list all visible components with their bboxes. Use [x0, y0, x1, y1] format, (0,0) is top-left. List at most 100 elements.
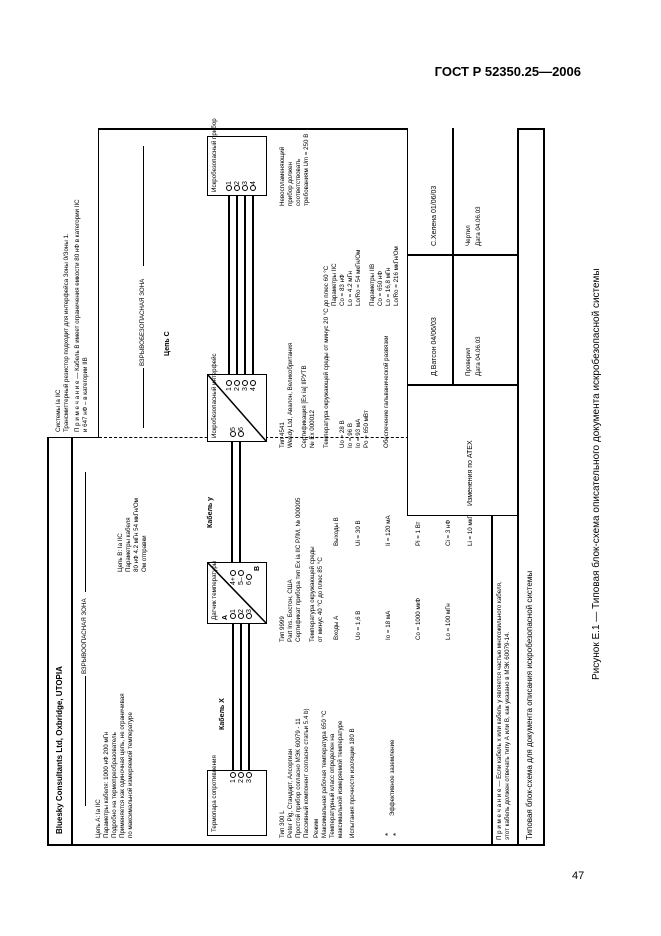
sensor-spec-4: Пассивный компонент согласно статьи 5.4 … [303, 708, 310, 838]
inst-spec-1: Невоспламеняющий [279, 146, 286, 206]
sensor-spec-6: Максимальная рабочая температура 650 °С [321, 710, 328, 838]
iso-term-1: 1 [226, 387, 233, 391]
circuit-b-note-2: Параметры кабеля [125, 517, 132, 572]
iso-params-1-c: Lo/Ro = 54 мкГн/Ом [355, 249, 362, 306]
bottom-note-2: этот кабель должен отвечать типу А или В… [504, 631, 511, 840]
inst-term-1: 1 [226, 181, 233, 185]
page-number: 47 [572, 870, 585, 882]
title-bar: Bluesky Consultants Ltd, Oxbridge, UTOPI… [55, 666, 64, 834]
sensor-box: Термопара сопротивления 1 2 3 [207, 755, 267, 836]
circuit-c-label: Цепь С [164, 331, 171, 356]
tx-a-1: Uo = 1,6 В [355, 610, 362, 640]
iso-params-2-b: Lo = 16,8 мГн [385, 267, 392, 306]
iso-spec-1: Тип 4541 [279, 422, 286, 448]
diagram-frame: Bluesky Consultants Ltd, Oxbridge, UTOPI… [47, 118, 545, 846]
sensor-spec-1: Тип 300 L [279, 810, 286, 838]
iso-spec-14: Обеспечение гальванической развязки [383, 335, 390, 448]
sensor-term-2: 2 [238, 779, 245, 783]
transmitter-diagonal [208, 563, 266, 623]
sensor-spec-3: Простой прибор согласно МЭК 60079 - 11 [295, 718, 302, 838]
tx-b-2: Ii = 120 мА [385, 515, 392, 546]
sensor-spec-7: Температурный класс определен на [329, 733, 336, 838]
iso-params-2-c: Lo/Ro = 216 мкГн/Ом [393, 246, 400, 306]
iso-params-1-title: Параметры IIC [331, 263, 338, 306]
tx-inputs-b-title: Выходы B [333, 517, 340, 546]
cable-x-label: Кабель X [219, 698, 226, 730]
instrument-box: Искробезопасный прибор 1 2 3 4 [207, 118, 267, 196]
approval-drawn: С.Хелена 01/06/03 [431, 185, 438, 246]
circuit-a-note-5: по максимальной измеряемой температуре [127, 712, 134, 838]
safe-note-4: и 647 нФ – в категории IIB [82, 357, 89, 432]
tx-spec-1: Тип 9999 [279, 616, 286, 642]
approval-drawing-date: Дата 04.06.03 [475, 206, 482, 246]
approval-checked: Проверил [465, 347, 472, 377]
zone-safe-label: ВЗРЫВОБЕЗОПАСНАЯ ЗОНА [139, 278, 146, 366]
inst-term-4: 4 [250, 181, 257, 185]
sensor-term-1: 1 [230, 779, 237, 783]
circuit-b-note-4: Ом отправки [141, 535, 148, 572]
iso-spec-9: Uo = 28 В [339, 420, 346, 448]
transmitter-title: Датчик температуры [211, 560, 218, 620]
iso-term-5: 5 [230, 427, 237, 431]
transmitter-a: A [222, 614, 229, 620]
circuit-a-note-1: Цепь А: Ia IIC [95, 799, 102, 838]
safe-note-3: П р и м е ч а н и е — Кабель B имеет огр… [74, 199, 81, 432]
circuit-a-note-4: Применяется как одиночная цепь, не огран… [119, 693, 126, 838]
circuit-a-note-2: Параметры кабеля: 1000 нФ 200 мГн [103, 731, 110, 838]
inst-spec-2: прибор должен [287, 162, 294, 206]
safe-note-2: Трансмиттерный резистор подходит для инт… [63, 233, 70, 432]
transmitter-box: Датчик температуры A B 1 2 3 4+ 5– 6 [207, 560, 267, 624]
safe-note-1: Системы Ia IIC [55, 389, 62, 432]
instrument-title: Искробезопасный прибор [211, 118, 218, 192]
approval-changes: Изменения по ATEX [467, 440, 474, 506]
tx-spec-3: Сертификат прибора тип Ex ia IIC РЛМ, № … [295, 497, 302, 642]
iso-spec-5: № Ex 000012 [309, 410, 316, 448]
iso-term-4: 4 [250, 387, 257, 391]
figure-caption: Рисунок Е.1 — Типовая блок-схема описате… [591, 268, 602, 680]
sensor-spec-8: максимальной измеряемой температуре [337, 720, 344, 838]
tx-spec-5: Температура окружающей среды [309, 546, 316, 642]
iso-params-2-a: Co = 650 нФ [377, 270, 384, 306]
sensor-spec-9: Испытания прочности изоляции 180 В [349, 728, 356, 838]
sensor-foot: Эффективное заземление [389, 739, 396, 816]
iso-term-2: 2 [234, 387, 241, 391]
iso-spec-12: Po = 650 мВт [363, 410, 370, 448]
iso-spec-7: Температура окружающей среды от минус 20… [323, 265, 330, 448]
inst-term-2: 2 [234, 181, 241, 185]
rotated-drawing: Bluesky Consultants Ltd, Oxbridge, UTOPI… [47, 118, 545, 846]
inst-term-3: 3 [242, 181, 249, 185]
bottom-note-1: П р и м е ч а н и е — Если кабель x или … [496, 581, 503, 840]
sensor-title: Термопара сопротивления [211, 755, 218, 832]
footer-title: Типовая блок-схема для документа описани… [525, 570, 534, 840]
iso-params-1-a: Co = 83 нФ [339, 274, 346, 306]
tx-term-6: 6 [246, 581, 253, 585]
iso-term-6: 6 [238, 427, 245, 431]
tx-inputs-a-title: Входы A [333, 615, 340, 640]
sensor-spec-2: Peter Pig, Стандарт, Алсоргиан [287, 748, 294, 838]
transmitter-b: B [254, 565, 261, 571]
approval-table [407, 128, 517, 516]
isolator-diagonal [208, 375, 266, 441]
inst-spec-3: соответствовать [295, 158, 302, 206]
circuit-a-note-3: Подробно на термопреобразователь [111, 732, 118, 838]
tx-term-1: 1 [230, 609, 237, 613]
circuit-b-note-3: 80 нФ 4.2 мГн 54 мкГн/Ом [133, 498, 140, 572]
tx-b-5: Li = 10 мкГн [467, 512, 474, 546]
iso-params-1-b: Lo = 4.2 мГн [347, 271, 354, 306]
tx-b-3: Pi = 1 Вт [415, 521, 422, 546]
circuit-b-note-1: Цепь В: Ia IIC [117, 533, 124, 572]
approval-checked-date: Дата 04.06.03 [475, 336, 482, 376]
tx-term-4: 4+ [230, 577, 237, 585]
iso-spec-11: Io = 93 мА [355, 418, 362, 448]
iso-spec-2: Wendy Ltd, Авалон, Великобритания [287, 342, 294, 448]
tx-spec-6: от минус 40 °С до плюс 85 °С [317, 557, 324, 642]
tx-term-5: 5– [238, 577, 245, 585]
figure-caption-wrap: Рисунок Е.1 — Типовая блок-схема описате… [577, 230, 602, 680]
isolator-box: Искробезопасный интерфейс 5 6 1 2 3 4 [207, 353, 267, 442]
tx-b-1: Ui = 30 В [355, 520, 362, 546]
standard-header: ГОСТ Р 52350.25—2006 [434, 64, 581, 79]
sensor-spec-5: Режим [313, 818, 320, 838]
tx-spec-2: Part Ins. Бостон, США [287, 579, 294, 642]
tx-term-2: 2 [238, 609, 245, 613]
approval-author: Д.Ватсон 04/06/03 [431, 317, 438, 376]
